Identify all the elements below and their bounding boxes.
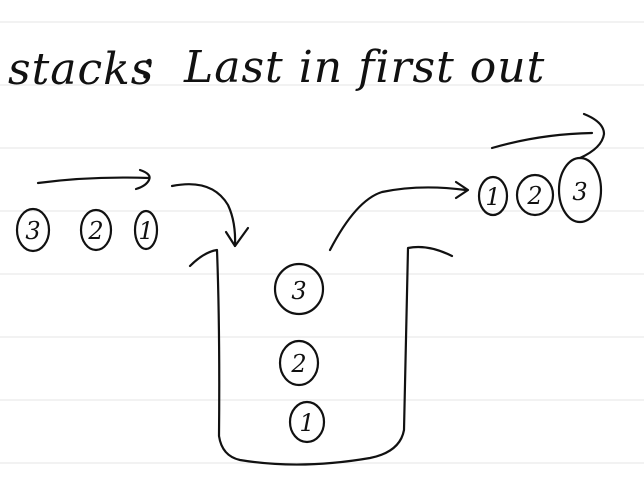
outgoing-item: 2 bbox=[515, 173, 555, 217]
outgoing-direction-arrow bbox=[490, 112, 606, 160]
stack-item-label: 2 bbox=[290, 350, 306, 378]
outgoing-item-label: 2 bbox=[526, 182, 542, 210]
incoming-item: 2 bbox=[79, 208, 113, 252]
stack-item-label: 1 bbox=[299, 409, 314, 437]
ruled-lines bbox=[0, 21, 644, 464]
stack-container bbox=[188, 245, 454, 466]
outgoing-item-label: 1 bbox=[485, 183, 500, 211]
incoming-items: 3 2 1 bbox=[15, 207, 159, 253]
outgoing-item: 1 bbox=[477, 175, 509, 217]
title-separator: : bbox=[140, 38, 156, 89]
stack-item: 1 bbox=[288, 400, 326, 444]
title-definition: Last in first out bbox=[183, 42, 545, 93]
stack-contents: 3 2 1 bbox=[273, 262, 326, 444]
stack-item-label: 3 bbox=[291, 277, 306, 305]
incoming-item-label: 3 bbox=[25, 217, 40, 245]
incoming-item-label: 2 bbox=[87, 217, 103, 245]
title-term: stacks bbox=[8, 44, 154, 95]
outgoing-item: 3 bbox=[557, 156, 603, 224]
outgoing-item-label: 3 bbox=[572, 178, 587, 206]
stack-item: 2 bbox=[278, 339, 320, 387]
incoming-direction-arrow bbox=[36, 168, 151, 191]
incoming-item: 1 bbox=[133, 209, 159, 251]
incoming-item: 3 bbox=[15, 207, 51, 253]
stack-item: 3 bbox=[273, 262, 325, 316]
outgoing-items: 1 2 3 bbox=[477, 156, 603, 224]
pop-arrow bbox=[328, 180, 470, 252]
push-arrow bbox=[170, 183, 250, 248]
incoming-item-label: 1 bbox=[138, 217, 153, 245]
